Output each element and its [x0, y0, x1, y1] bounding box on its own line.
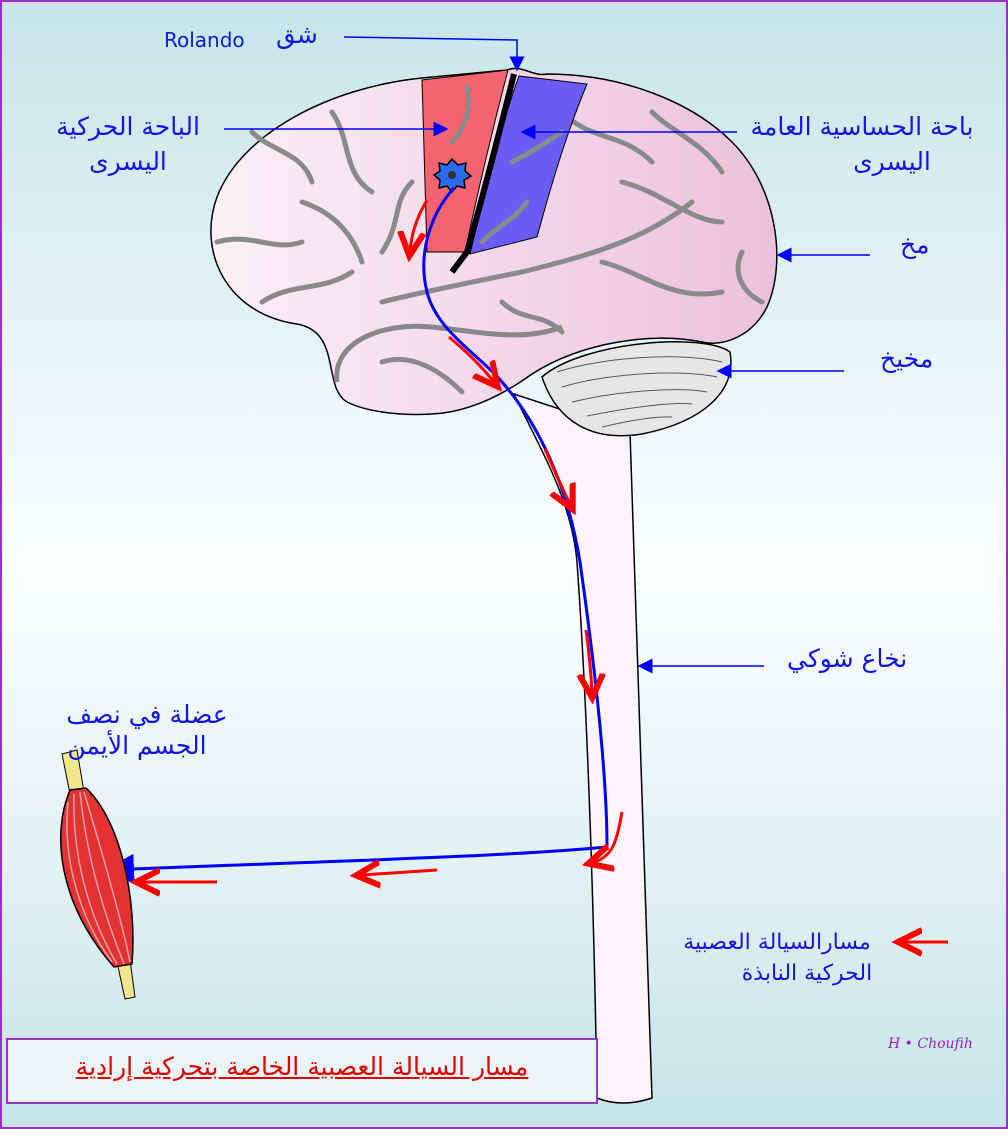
- rolando-label-latin: Rolando: [164, 28, 245, 52]
- caption-box: مسار السيالة العصبية الخاصة بتحركية إراد…: [6, 1038, 598, 1104]
- muscle-line1: عضلة في نصف: [66, 700, 228, 729]
- motor-area-line1: الباحة الحركية: [56, 112, 200, 141]
- motor-area-line2: اليسرى: [89, 147, 167, 176]
- legend-line2: الحركية النابذة: [741, 961, 873, 986]
- motor-pathway: [104, 186, 609, 884]
- rolando-fissure: [449, 73, 517, 274]
- caption-title: مسار السيالة العصبية الخاصة بتحركية إراد…: [75, 1052, 529, 1081]
- muscle-label: عضلة في نصف الجسم الأيمن: [42, 700, 252, 760]
- legend-line1: مسارالسيالة العصبية: [683, 930, 871, 955]
- sensory-area-label: باحة الحساسية العامة اليسرى: [732, 112, 992, 176]
- rolando-label-arabic: شق: [276, 20, 318, 49]
- muscle-line2: الجسم الأيمن: [67, 731, 207, 760]
- author-signature: H • Choufih: [888, 1036, 973, 1052]
- muscle: [59, 787, 134, 968]
- legend-label: مسارالسيالة العصبية الحركية النابذة: [662, 930, 892, 986]
- spinal-cord-label: نخاع شوكي: [787, 644, 908, 673]
- sensory-area-line1: باحة الحساسية العامة: [750, 112, 974, 141]
- cerebellum: [541, 341, 732, 437]
- impulse-arrows: [142, 199, 624, 882]
- sensory-area-line2: اليسرى: [853, 147, 931, 176]
- cerebrum-label: مخ: [900, 230, 930, 259]
- motor-area-label: الباحة الحركية اليسرى: [38, 112, 218, 176]
- cerebellum-label: مخيخ: [880, 344, 934, 373]
- spinal-cord: [512, 392, 653, 1104]
